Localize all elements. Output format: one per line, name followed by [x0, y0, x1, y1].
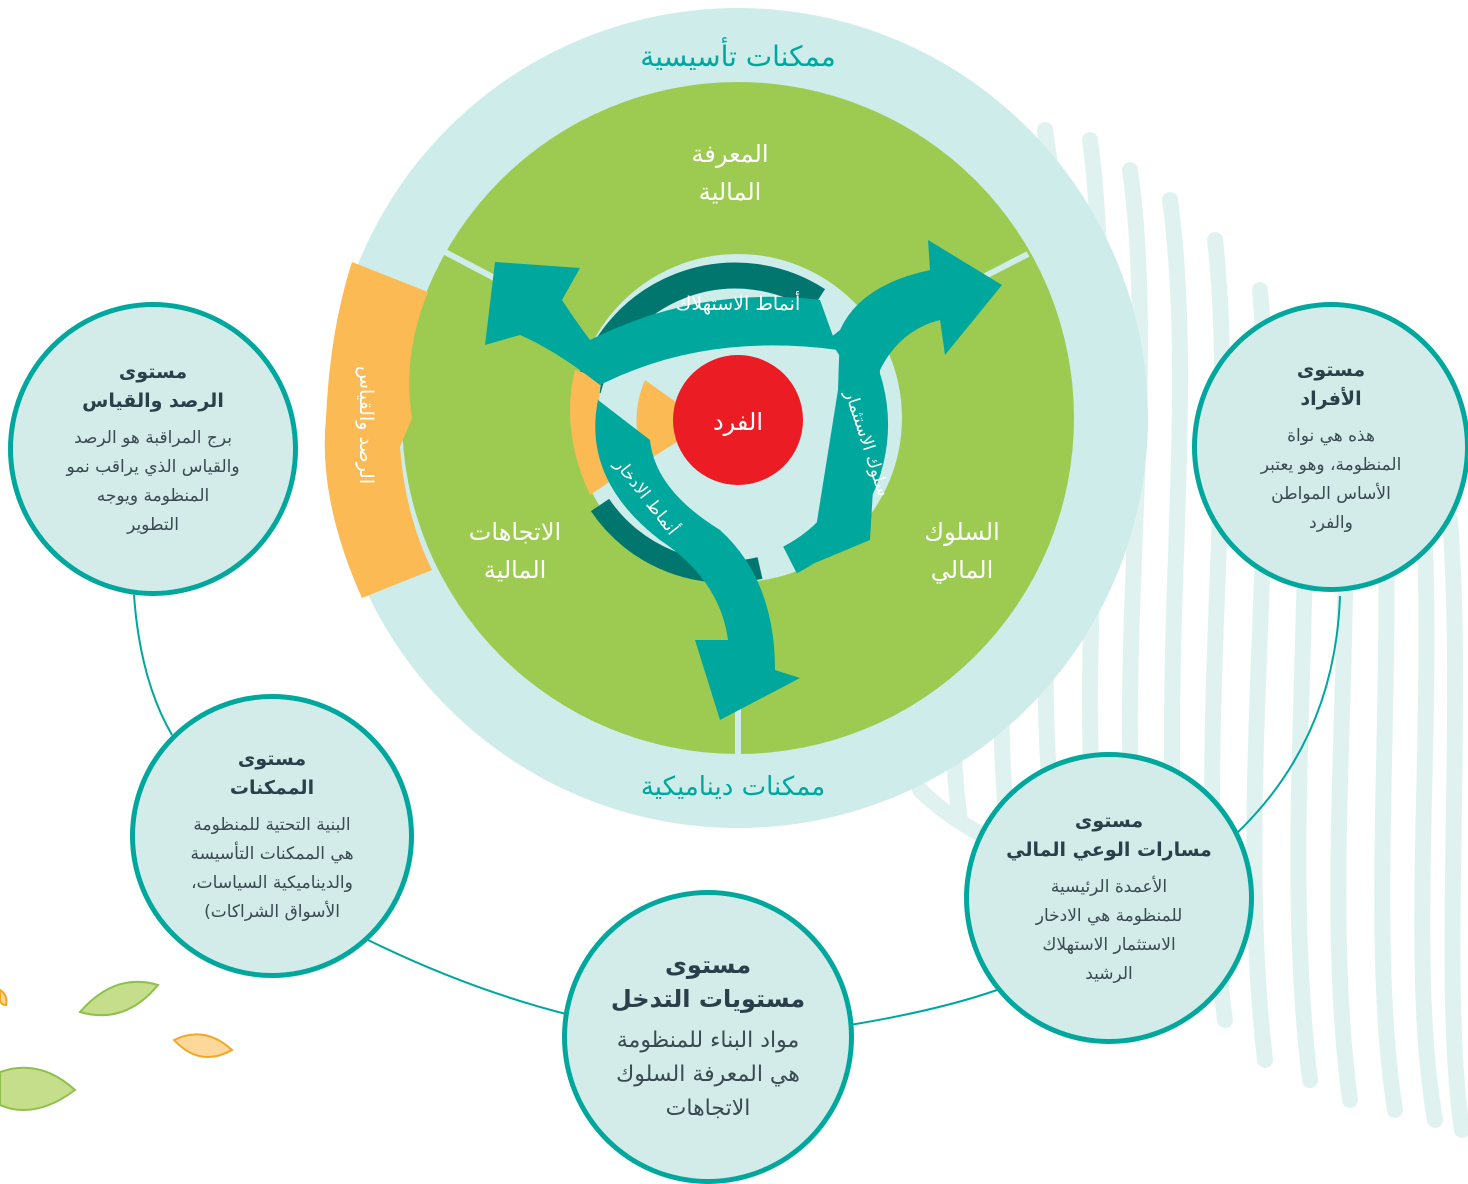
outer-bottom-label: ممكنات ديناميكية	[641, 772, 825, 802]
node-awareness-desc-line4: الرشيد	[1085, 964, 1133, 984]
node-awareness-desc-line3: الاستثمار الاستهلاك	[1042, 935, 1176, 955]
arrow-consumption	[485, 262, 838, 385]
segment-knowledge-line2: المالية	[699, 178, 762, 206]
segment-knowledge-line1: المعرفة	[691, 140, 768, 168]
node-awareness-desc-line1: الأعمدة الرئيسية	[1050, 877, 1168, 897]
segment-attitudes-line1: الاتجاهات	[469, 518, 561, 546]
node-awareness-paths: مستوى مسارات الوعي المالي الأعمدة الرئيس…	[964, 752, 1254, 1044]
segment-monitoring-label: الرصد والقياس	[355, 366, 377, 484]
node-individuals-desc-line2: المنظومة، وهو يعتبر	[1260, 455, 1402, 475]
arrow-saving	[595, 400, 800, 720]
node-enablers-desc-line4: الأسواق الشراكات)	[204, 902, 340, 922]
node-individuals-title-line1: مستوى	[1296, 359, 1366, 381]
node-intervention-desc-line2: هي المعرفة السلوك	[616, 1062, 800, 1087]
connector-lines	[133, 594, 1341, 1026]
node-individuals: مستوى الأفراد هذه هي نواة المنظومة، وهو …	[1192, 302, 1468, 592]
node-enablers-desc-line3: والديناميكية السياسات،	[191, 873, 353, 893]
node-monitoring-desc-line1: برج المراقبة هو الرصد	[74, 428, 232, 448]
segment-behavior-line1: السلوك	[924, 518, 1000, 546]
node-monitoring-desc-line2: والقياس الذي يراقب نمو	[66, 457, 240, 477]
node-individuals-desc-line1: هذه هي نواة	[1287, 426, 1375, 446]
monitoring-band	[324, 262, 432, 598]
node-monitoring-title-line2: الرصد والقياس	[82, 390, 224, 412]
node-monitoring: مستوى الرصد والقياس برج المراقبة هو الرص…	[8, 302, 298, 596]
node-monitoring-title-line1: مستوى	[118, 361, 188, 383]
center-label: الفرد	[713, 408, 763, 436]
node-enablers-desc-line2: هي الممكنات التأسيسة	[190, 844, 354, 864]
node-enablers-title-line1: مستوى	[237, 748, 307, 770]
node-awareness-desc-line2: للمنظومة هي الادخار	[1035, 906, 1183, 926]
node-individuals-desc-line4: والفرد	[1309, 513, 1353, 533]
node-enablers: مستوى الممكنات البنية التحتية للمنظومة ه…	[130, 694, 414, 978]
node-intervention: مستوى مستويات التدخل مواد البناء للمنظوم…	[562, 890, 854, 1184]
node-intervention-title-line1: مستوى	[664, 951, 752, 979]
arrow-investment	[810, 240, 1002, 565]
segment-attitudes-line2: المالية	[484, 556, 547, 584]
outer-top-label: ممكنات تأسيسية	[640, 36, 836, 73]
node-monitoring-desc-line3: المنظومة ويوجه	[96, 486, 210, 506]
segment-behavior-line2: المالي	[931, 556, 993, 584]
node-enablers-title-line2: الممكنات	[229, 777, 315, 799]
node-individuals-title-line2: الأفراد	[1300, 388, 1362, 410]
center-circle	[673, 355, 803, 485]
node-intervention-desc-line1: مواد البناء للمنظومة	[616, 1028, 800, 1053]
node-intervention-desc-line3: الاتجاهات	[665, 1096, 751, 1121]
arrow-consumption-label: أنماط الاستهلاك	[676, 291, 800, 315]
node-monitoring-desc-line4: التطوير	[127, 515, 179, 535]
node-awareness-title-line2: مسارات الوعي المالي	[1006, 839, 1212, 861]
node-awareness-title-line1: مستوى	[1074, 810, 1144, 832]
node-intervention-title-line2: مستويات التدخل	[610, 985, 806, 1013]
node-enablers-desc-line1: البنية التحتية للمنظومة	[193, 815, 351, 835]
node-individuals-desc-line3: الأساس المواطن	[1271, 484, 1391, 504]
leaf-decoration	[0, 980, 234, 1111]
